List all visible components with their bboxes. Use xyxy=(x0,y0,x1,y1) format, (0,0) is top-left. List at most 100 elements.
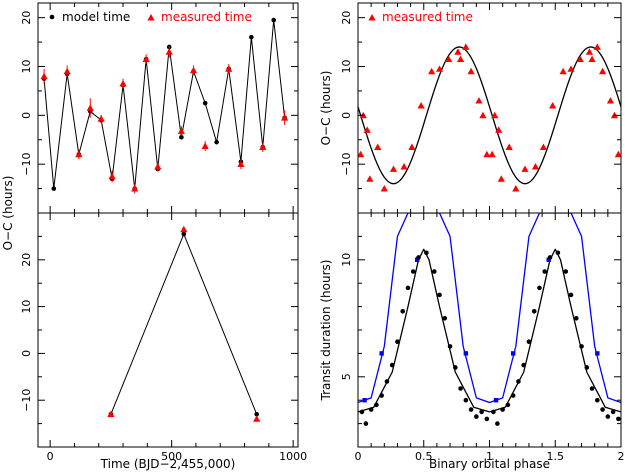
measured-point xyxy=(467,67,475,75)
duration-point xyxy=(500,407,505,412)
plot-area xyxy=(40,17,289,194)
blue-square-point xyxy=(463,351,469,356)
measured-point xyxy=(549,101,557,109)
measured-point xyxy=(131,184,139,192)
blue-square-point xyxy=(546,257,551,262)
measured-point xyxy=(97,115,105,122)
duration-point xyxy=(431,269,437,274)
measured-point xyxy=(531,163,540,170)
x-tick-label: 1.5 xyxy=(547,450,565,463)
duration-curve xyxy=(358,248,621,413)
model-point xyxy=(51,186,57,191)
duration-point xyxy=(616,416,621,422)
measured-point xyxy=(374,143,382,150)
duration-point xyxy=(479,409,484,415)
axes-frame xyxy=(37,212,299,448)
duration-point xyxy=(510,393,516,398)
plot-area xyxy=(358,213,621,426)
duration-curve xyxy=(358,213,621,404)
measured-point xyxy=(479,111,487,119)
measured-point xyxy=(408,143,416,150)
measured-point xyxy=(201,142,209,149)
measured-point xyxy=(512,184,520,192)
y-axis-label-bottom-right: Transit duration (hours) xyxy=(319,260,333,402)
model-curve xyxy=(358,46,621,185)
measured-point xyxy=(165,48,173,55)
duration-point xyxy=(505,402,511,408)
duration-point xyxy=(526,339,532,345)
y-tick-label: 10 xyxy=(340,253,353,267)
duration-point xyxy=(495,421,500,426)
measured-point xyxy=(491,111,499,119)
y-tick-label: −10 xyxy=(20,153,33,176)
measured-point xyxy=(400,163,408,170)
duration-point xyxy=(410,269,416,274)
duration-point xyxy=(374,402,379,408)
measured-point xyxy=(259,143,267,150)
legend-label: measured time xyxy=(161,10,252,24)
y-tick-label: 0 xyxy=(20,350,33,357)
measured-point xyxy=(40,72,48,80)
duration-point xyxy=(573,316,579,321)
measured-point xyxy=(86,104,94,111)
duration-point xyxy=(363,421,369,426)
duration-point xyxy=(400,308,406,314)
measured-point xyxy=(366,175,374,182)
measured-point xyxy=(593,43,601,50)
duration-point xyxy=(359,409,365,415)
blue-square-point xyxy=(493,398,499,403)
x-tick-label: 500 xyxy=(161,450,182,463)
duration-point xyxy=(468,407,474,412)
measured-point xyxy=(505,143,513,150)
y-tick-label: 10 xyxy=(20,59,33,73)
blue-square-point xyxy=(362,398,367,403)
model-point xyxy=(249,34,254,40)
measured-point xyxy=(380,184,388,192)
measured-point xyxy=(63,67,71,75)
measured-point xyxy=(363,126,371,133)
duration-point xyxy=(589,386,595,391)
measured-point xyxy=(154,163,162,170)
measured-point xyxy=(606,97,615,104)
measured-point xyxy=(445,55,453,63)
y-tick-label: 0 xyxy=(340,112,353,119)
measured-point xyxy=(588,55,596,63)
x-tick-label: 1000 xyxy=(279,450,307,463)
measured-point xyxy=(142,55,150,63)
duration-point xyxy=(405,285,411,291)
x-tick-label: 0 xyxy=(47,450,54,463)
y-tick-label: 10 xyxy=(340,59,353,73)
measured-point xyxy=(483,150,491,158)
duration-point xyxy=(584,365,590,370)
duration-point xyxy=(379,393,384,398)
measured-point xyxy=(253,415,261,422)
model-line xyxy=(43,20,286,189)
blue-square-point xyxy=(379,351,384,356)
model-point xyxy=(254,411,259,417)
measured-point xyxy=(428,67,436,75)
duration-point xyxy=(531,308,537,314)
x-tick-label: 0 xyxy=(355,450,362,463)
measured-point xyxy=(559,67,567,75)
model-point xyxy=(271,17,277,23)
duration-point xyxy=(453,365,458,370)
measured-point xyxy=(495,126,503,133)
x-tick-label: 1 xyxy=(486,450,493,463)
duration-point xyxy=(458,386,463,391)
legend-triangle-icon xyxy=(368,14,376,21)
duration-point xyxy=(474,414,479,419)
duration-point xyxy=(563,269,569,274)
duration-point xyxy=(537,285,542,291)
duration-point xyxy=(542,269,548,274)
duration-point xyxy=(595,397,600,403)
duration-point xyxy=(463,397,469,403)
measured-point xyxy=(539,143,548,150)
measured-point xyxy=(614,150,621,158)
legend-dot-icon xyxy=(49,14,55,20)
measured-point xyxy=(521,165,529,172)
measured-point xyxy=(488,150,496,158)
